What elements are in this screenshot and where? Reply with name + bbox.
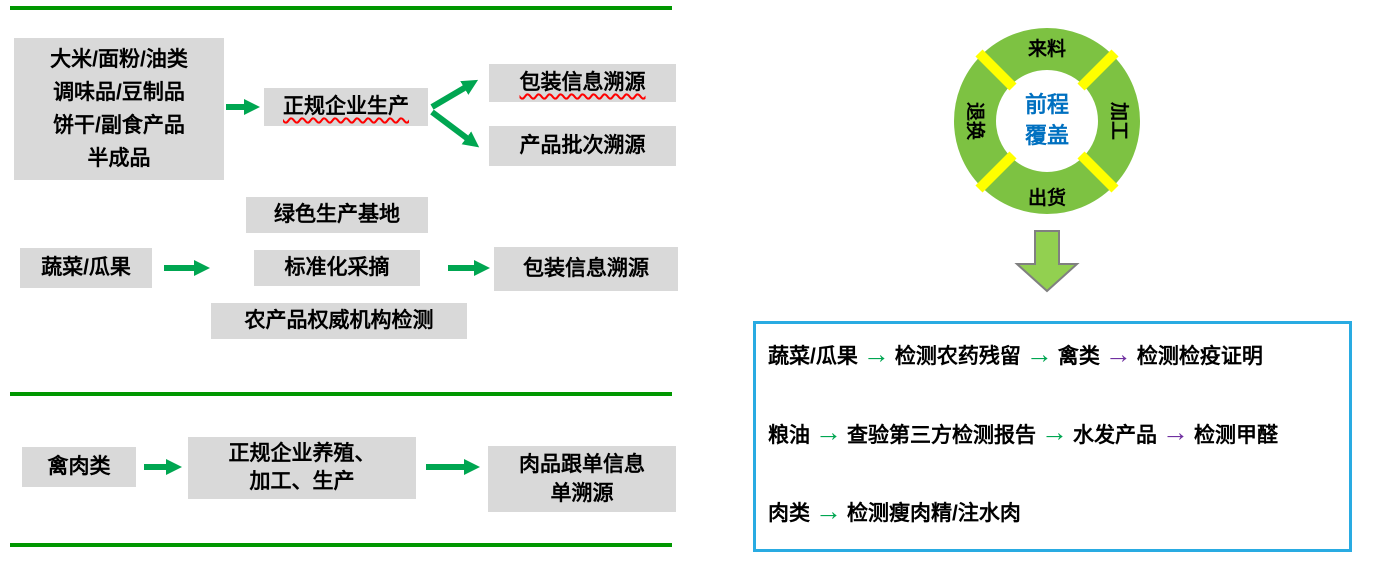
check-item: 粮油 [768,423,810,447]
check-item: 检测农药残留 [894,345,1021,368]
flow3-source-box: 禽肉类 [22,447,136,487]
divider-middle [10,392,672,396]
flow1-output-top-box: 包装信息溯源 [489,64,676,102]
check-item: 水发产品 [1073,423,1157,447]
donut-label-processing: 加工 [1108,101,1130,140]
flow3-process-label: 正规企业养殖、 加工、生产 [228,442,376,493]
flow1-process-box: 正规企业生产 [264,88,428,126]
right-arrow-icon: → [815,495,842,526]
flow1-branch-arrows [430,79,480,148]
check-line-grain-aquatic: 粮油 → 查验第三方检测报告 → 水发产品 → 检测甲醛 [768,419,1337,449]
flow1-source-box: 大米/面粉/油类 调味品/豆制品 饼干/副食产品 半成品 [14,38,224,180]
flow3-arrow-process-to-output [426,459,480,475]
check-item: 检测甲醛 [1194,423,1278,447]
right-arrow-icon: → [1162,417,1189,447]
down-block-arrow-icon [1014,230,1080,293]
check-line-vegetables-poultry: 蔬菜/瓜果 → 检测农药残留 → 禽类 → 检测检疫证明 [768,340,1337,370]
flow1-source-label: 大米/面粉/油类 调味品/豆制品 饼干/副食产品 半成品 [50,48,188,170]
flow1-output-bottom-box: 产品批次溯源 [489,126,676,166]
flow2-output-label: 包装信息溯源 [523,256,649,280]
donut-label-incoming: 来料 [1028,37,1066,60]
flow1-arrow-source-to-process [226,99,260,115]
flow2-step3-label: 农产品权威机构检测 [244,308,434,332]
donut-label-shipping: 出货 [1028,186,1066,209]
flow2-source-label: 蔬菜/瓜果 [41,255,131,279]
flow2-step1-box: 绿色生产基地 [246,197,428,233]
donut-center-label: 前程 覆盖 [1024,92,1069,148]
flow2-step3-box: 农产品权威机构检测 [211,303,467,339]
flow3-arrow-source-to-process [144,459,182,475]
flow1-output-bottom-label: 产品批次溯源 [519,133,646,157]
flow3-output-label: 肉品跟单信息 单溯源 [519,453,645,505]
flow2-step1-label: 绿色生产基地 [274,202,400,226]
flow2-arrow-source-to-steps [164,260,210,276]
right-arrow-icon: → [1104,338,1132,369]
right-arrow-icon: → [815,417,842,447]
flow1-arrow-to-output-top [430,79,479,110]
check-item: 查验第三方检测报告 [847,423,1036,447]
flow2-arrow-steps-to-output [448,260,490,276]
flow3-source-label: 禽肉类 [47,454,111,478]
donut-ring [954,28,1140,214]
flow2-step2-label: 标准化采摘 [284,255,390,279]
check-item: 检测瘦肉精/注水肉 [847,502,1021,525]
flow2-output-box: 包装信息溯源 [494,247,678,291]
flow1-arrow-to-output-bottom [430,109,480,148]
inspection-checks-panel: 蔬菜/瓜果 → 检测农药残留 → 禽类 → 检测检疫证明 粮油 → 查验第三方检… [753,321,1352,552]
right-arrow-icon: → [1041,417,1068,447]
flow1-output-top-label: 包装信息溯源 [519,70,646,94]
donut-label-returns: 退换 [964,102,987,141]
check-item: 肉类 [768,502,810,525]
check-item: 蔬菜/瓜果 [768,345,858,368]
divider-top [10,6,672,10]
flow2-source-box: 蔬菜/瓜果 [20,248,152,288]
process-cycle-donut: 来料 加工 出货 退换 [954,28,1140,214]
flow3-process-box: 正规企业养殖、 加工、生产 [188,437,416,499]
check-item: 禽类 [1057,345,1100,368]
check-item: 检测检疫证明 [1136,345,1263,368]
right-arrow-icon: → [862,338,890,369]
check-line-meat: 肉类 → 检测瘦肉精/注水肉 [768,497,1337,527]
flow1-process-label: 正规企业生产 [283,94,409,118]
divider-bottom [10,543,672,547]
flow2-step2-box: 标准化采摘 [254,250,420,286]
right-arrow-icon: → [1025,338,1053,369]
flow3-output-box: 肉品跟单信息 单溯源 [488,446,676,512]
donut-segment-separators [975,49,1119,193]
